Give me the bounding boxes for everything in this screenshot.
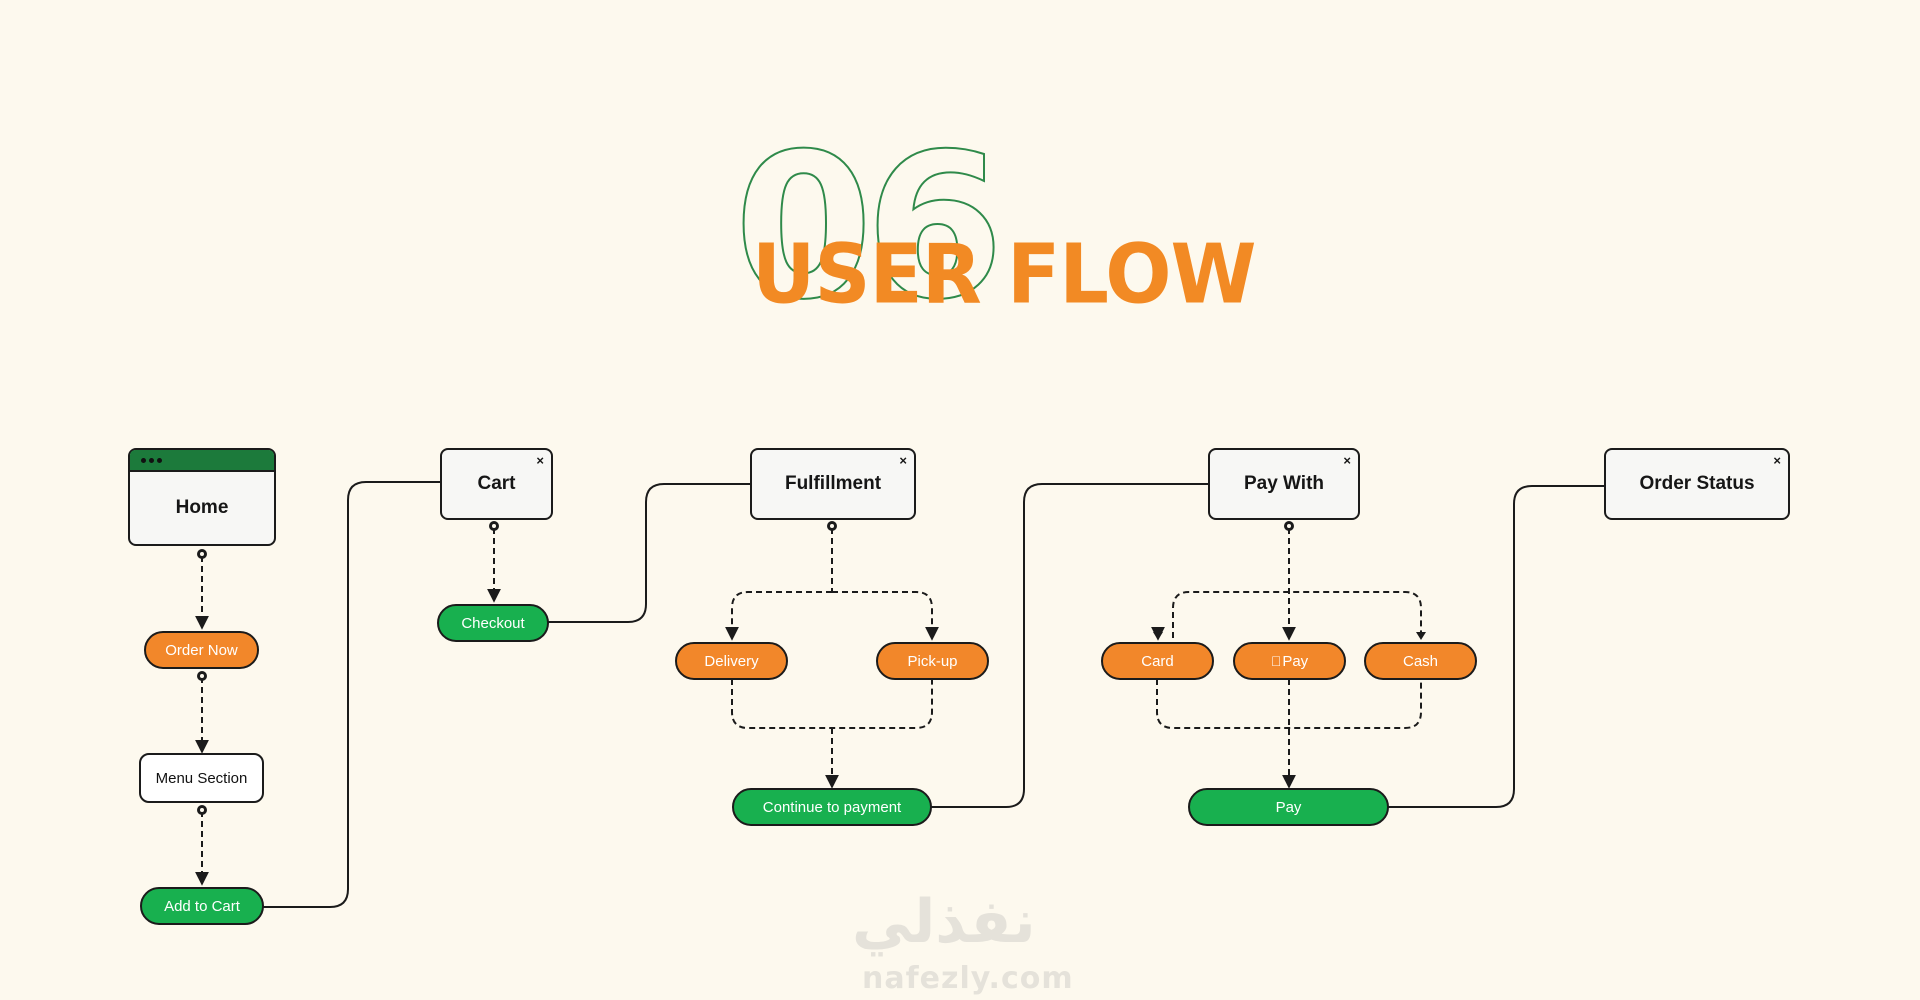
add-to-cart-button[interactable]: Add to Cart bbox=[140, 887, 264, 925]
watermark-arabic: نفذلي bbox=[852, 887, 1036, 957]
cash-option[interactable]: Cash bbox=[1364, 642, 1477, 680]
connector-pay-orderstatus bbox=[1388, 485, 1606, 808]
section-number: 06 bbox=[733, 111, 1005, 344]
screen-home-label: Home bbox=[175, 497, 229, 518]
order-now-button[interactable]: Order Now bbox=[144, 631, 259, 669]
screen-order-status[interactable]: × Order Status bbox=[1604, 448, 1790, 520]
close-icon[interactable]: × bbox=[899, 453, 907, 468]
screen-home[interactable]: Home bbox=[128, 448, 276, 546]
close-icon[interactable]: × bbox=[1773, 453, 1781, 468]
close-icon[interactable]: × bbox=[536, 453, 544, 468]
menu-section-node[interactable]: Menu Section bbox=[139, 753, 264, 803]
section-title: USER FLOW bbox=[752, 227, 1257, 323]
arrowhead-card bbox=[1153, 632, 1163, 640]
apple-pay-option[interactable]:  Pay bbox=[1233, 642, 1346, 680]
screen-cart-label: Cart bbox=[477, 473, 516, 494]
continue-to-payment-button[interactable]: Continue to payment bbox=[732, 788, 932, 826]
arrowhead-cash bbox=[1416, 632, 1426, 640]
apple-pay-label: Pay bbox=[1277, 652, 1308, 670]
window-titlebar bbox=[130, 450, 274, 472]
card-option[interactable]: Card bbox=[1101, 642, 1214, 680]
pickup-option[interactable]: Pick-up bbox=[876, 642, 989, 680]
connector-addtocart-cart bbox=[262, 481, 440, 908]
pay-button[interactable]: Pay bbox=[1188, 788, 1389, 826]
screen-fulfillment-label: Fulfillment bbox=[784, 473, 882, 494]
connector-continue-paywith bbox=[930, 483, 1210, 808]
dash-cards-merge bbox=[1156, 679, 1422, 729]
checkout-button[interactable]: Checkout bbox=[437, 604, 549, 642]
screen-cart[interactable]: × Cart bbox=[440, 448, 553, 520]
watermark-latin: nafezly.com bbox=[862, 961, 1074, 996]
dash-delivery-merge bbox=[731, 679, 933, 729]
screen-pay-with[interactable]: × Pay With bbox=[1208, 448, 1360, 520]
dash-split-card-cash bbox=[1172, 591, 1422, 638]
dash-split-pickup bbox=[832, 591, 939, 641]
apple-icon:  bbox=[1271, 653, 1282, 669]
close-icon[interactable]: × bbox=[1343, 453, 1351, 468]
dash-split-delivery bbox=[725, 591, 832, 641]
screen-fulfillment[interactable]: × Fulfillment bbox=[750, 448, 916, 520]
connector-checkout-fulfillment bbox=[546, 483, 752, 623]
screen-order-status-label: Order Status bbox=[1639, 473, 1755, 494]
delivery-option[interactable]: Delivery bbox=[675, 642, 788, 680]
screen-pay-with-label: Pay With bbox=[1243, 473, 1325, 494]
